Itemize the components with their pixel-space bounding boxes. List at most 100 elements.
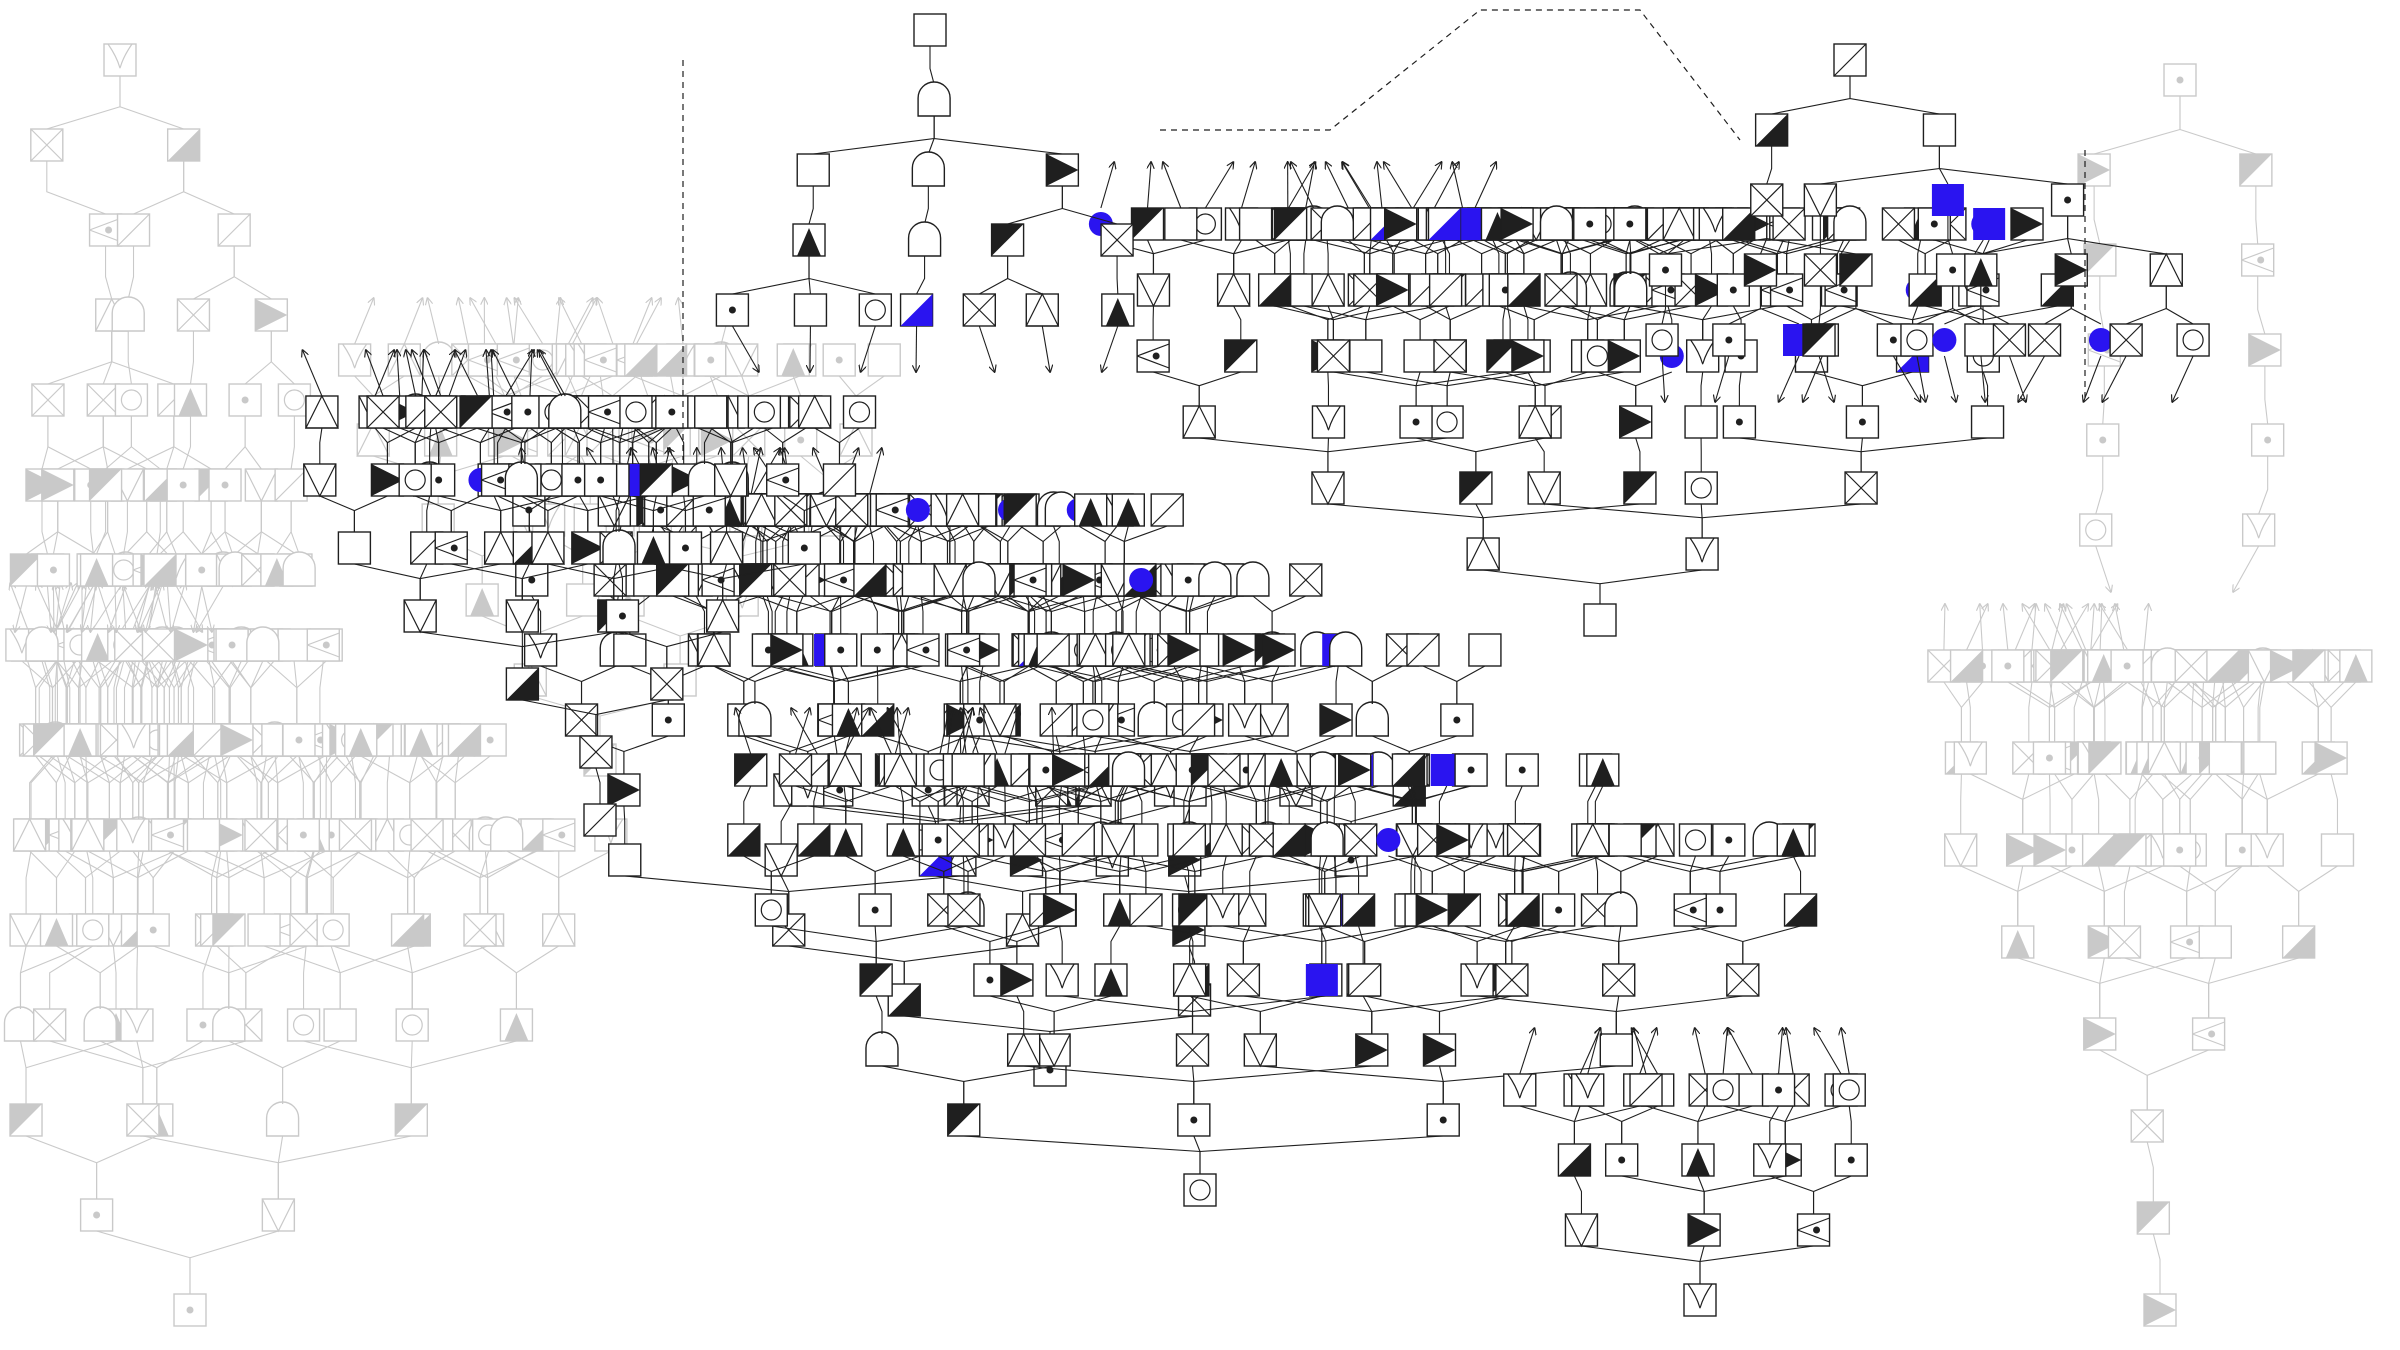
left-faded-tree-edge bbox=[137, 850, 144, 914]
left-top-faded-tree-node-26-glyph bbox=[143, 468, 177, 502]
center-tree-edge bbox=[1094, 665, 1103, 704]
center-tree-edge bbox=[909, 595, 968, 634]
mid-faded-tree-node-43-glyph bbox=[496, 343, 531, 377]
dashed-connector-top bbox=[1160, 9, 1741, 141]
left-faded-tree-node-109-glyph bbox=[213, 723, 247, 757]
right-main-tree-leaf-arrow bbox=[1433, 162, 1459, 209]
right-main-tree-edge bbox=[1502, 371, 1546, 406]
left-faded-tree-node-6-glyph bbox=[265, 1101, 300, 1137]
left-faded-tree-node-180-glyph bbox=[105, 628, 139, 662]
lower-center-tree-node-192-glyph bbox=[1305, 751, 1340, 787]
left-top-faded-tree-node-7-glyph bbox=[111, 296, 145, 332]
left-faded-tree-edge bbox=[112, 850, 176, 914]
left-faded-tree-edge bbox=[420, 755, 438, 819]
left-faded-tree-edge bbox=[332, 945, 413, 1009]
left-faded-tree-node-107-glyph bbox=[171, 723, 205, 757]
left-top-faded-tree-edge bbox=[244, 331, 272, 385]
right-faded-tree-edge bbox=[2071, 773, 2094, 834]
upper-center-tree-node-9-glyph bbox=[715, 293, 750, 327]
center-tree-node-79-glyph bbox=[906, 633, 940, 667]
bottom-right-tree-node-2-glyph bbox=[1687, 1213, 1721, 1247]
left-faded-tree-edge bbox=[250, 660, 275, 724]
right-faded-tree-edge bbox=[2129, 773, 2154, 834]
right-main-tree-edge bbox=[1492, 239, 1500, 274]
left-faded-tree-node-70-glyph bbox=[244, 818, 278, 852]
left-faded-tree-node-116-glyph bbox=[124, 723, 158, 758]
right-main-tree-edge bbox=[1152, 371, 1200, 406]
left-faded-tree-edge bbox=[187, 660, 196, 724]
right-faded-tree-edge bbox=[2017, 865, 2073, 926]
left-faded-tree-edge bbox=[407, 850, 411, 914]
right-faded-tree-node-26-glyph bbox=[1953, 741, 1988, 775]
center-tree-node-58-glyph bbox=[523, 633, 558, 667]
center-tree-node-80-glyph bbox=[860, 633, 894, 667]
left-faded-tree-edge bbox=[130, 660, 159, 724]
left-faded-tree-node-223-glyph bbox=[213, 628, 247, 662]
right-faded-tree-edge bbox=[1943, 681, 1962, 742]
center-tree-node-178-glyph bbox=[933, 563, 967, 598]
upper-right-tree-edge bbox=[2165, 286, 2194, 325]
left-top-faded-tree-edge bbox=[47, 331, 113, 385]
left-faded-tree-edge bbox=[229, 660, 252, 724]
lower-center-tree-edge bbox=[1514, 855, 1588, 894]
lower-center-tree-edge bbox=[1364, 995, 1441, 1034]
upper-right-tree-edge bbox=[2070, 286, 2102, 325]
center-tree-edge bbox=[1371, 665, 1403, 704]
left-faded-tree-node-64-glyph bbox=[210, 818, 244, 852]
right-faded-tree-edge bbox=[2103, 681, 2106, 742]
upper-right-tree-node-22-glyph bbox=[1964, 323, 1998, 357]
left-faded-tree-node-121-glyph bbox=[195, 723, 230, 757]
right-faded-tree-edge bbox=[2104, 773, 2131, 834]
left-top-faded-tree-edge bbox=[119, 76, 184, 130]
right-main-tree-leaf-arrow bbox=[1204, 162, 1233, 209]
bottom-right-tree-edge bbox=[1784, 1105, 1842, 1144]
right-faded-tree-node-15-glyph bbox=[2081, 833, 2116, 867]
right-faded-tree-node-27-glyph bbox=[2012, 741, 2046, 775]
right-faded-tree-node-83-glyph bbox=[2186, 649, 2221, 684]
left-top-faded-tree-node-48-glyph bbox=[184, 553, 219, 587]
left-faded-tree-node-187-glyph bbox=[59, 628, 94, 662]
left-top-faded-tree-node-30-glyph bbox=[274, 468, 308, 502]
right-faded-tree-edge bbox=[2298, 865, 2338, 926]
left-faded-tree-node-12-glyph bbox=[32, 1008, 67, 1042]
left-top-faded-tree-edge bbox=[102, 331, 113, 385]
right-top-faded-tree-node-7-glyph bbox=[2086, 423, 2120, 457]
right-faded-tree-leaf-arrow bbox=[2143, 604, 2148, 651]
center-tree-edge bbox=[831, 595, 841, 634]
left-faded-tree-edge bbox=[96, 1230, 191, 1294]
right-faded-tree-leaf-arrow bbox=[2031, 604, 2036, 651]
right-faded-tree-edge bbox=[2098, 865, 2105, 926]
left-faded-tree-edge bbox=[163, 660, 177, 724]
left-faded-tree-edge bbox=[245, 945, 292, 1009]
right-main-tree-edge bbox=[1365, 371, 1448, 406]
center-tree-node-113-glyph bbox=[1167, 633, 1201, 667]
left-faded-tree-edge bbox=[487, 850, 536, 914]
left-faded-tree-node-99-glyph bbox=[125, 723, 159, 757]
left-top-faded-tree-node-42-glyph bbox=[159, 553, 193, 587]
lower-center-tree-edge bbox=[1689, 855, 1770, 894]
bottom-right-tree-node-4-glyph bbox=[1557, 1143, 1592, 1177]
center-tree-edge bbox=[854, 525, 885, 564]
right-main-tree-node-27-glyph bbox=[1403, 339, 1437, 373]
mid-faded-tree-leaf-arrow bbox=[678, 298, 684, 345]
lower-center-tree-edge bbox=[1438, 995, 1513, 1034]
left-main-tree-edge bbox=[493, 495, 502, 532]
upper-right-tree-node-28-glyph bbox=[2176, 323, 2210, 357]
left-faded-tree-edge bbox=[312, 755, 339, 819]
right-main-tree-edge bbox=[1475, 437, 1546, 472]
center-tree-edge bbox=[1182, 665, 1245, 704]
center-tree-node-195-glyph bbox=[1236, 561, 1270, 597]
center-tree-edge bbox=[1050, 595, 1106, 634]
left-faded-tree-edge bbox=[65, 660, 75, 724]
center-tree-edge bbox=[1173, 665, 1184, 704]
left-faded-tree-node-97-glyph bbox=[50, 722, 85, 757]
mid-faded-tree-leaf-arrow bbox=[470, 298, 497, 345]
left-faded-tree-edge bbox=[420, 755, 456, 819]
right-top-faded-tree-node-6-glyph bbox=[2248, 333, 2282, 367]
right-main-tree-edge bbox=[1482, 503, 1640, 538]
upper-right-tree-node-11-glyph bbox=[1935, 253, 1970, 287]
left-faded-tree-edge bbox=[303, 945, 307, 1009]
right-main-tree-edge bbox=[1599, 569, 1703, 604]
right-main-tree-leaf-arrow bbox=[1148, 162, 1152, 209]
center-tree-edge bbox=[896, 525, 913, 564]
